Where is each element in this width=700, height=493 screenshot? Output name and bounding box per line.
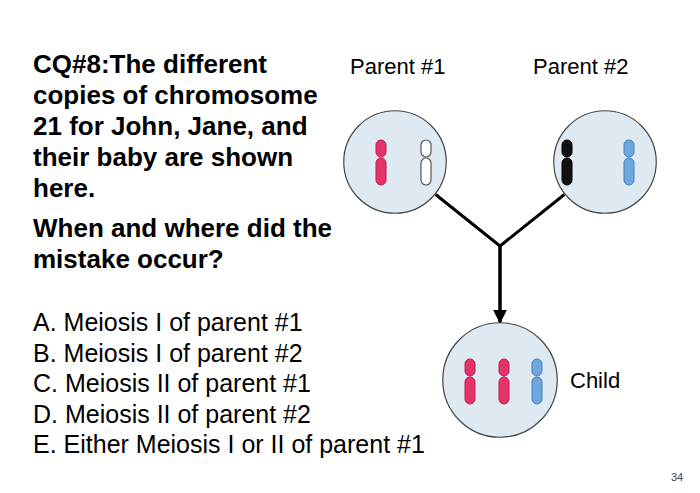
cell-circle-shape: [554, 111, 657, 214]
question-prompt: When and where did the mistake occur?: [33, 213, 343, 275]
cell-circle: Parent #1: [343, 110, 447, 214]
answer-choice: D. Meiosis II of parent #2: [33, 399, 311, 429]
cell-outline: [343, 110, 447, 214]
cell-outline: [442, 322, 558, 438]
cell-circle-shape: [443, 323, 558, 438]
merge-arrow: [500, 194, 564, 322]
cell-label: Parent #1: [350, 54, 445, 80]
cell-circle: Parent #2: [553, 110, 657, 214]
cell-label: Child: [570, 368, 620, 394]
answer-choice: B. Meiosis I of parent #2: [33, 338, 303, 368]
page-number: 34: [671, 470, 683, 484]
answer-choice: C. Meiosis II of parent #1: [33, 368, 311, 398]
answer-choice: A. Meiosis I of parent #1: [33, 307, 303, 337]
question-title: CQ#8:The different copies of chromosome …: [33, 49, 333, 204]
cell-circle-shape: [344, 111, 447, 214]
merge-arrow: [436, 194, 500, 322]
answer-choice: E. Either Meiosis I or II of parent #1: [33, 429, 425, 459]
cell-outline: [553, 110, 657, 214]
cell-circle: Child: [442, 322, 558, 438]
cell-label: Parent #2: [533, 54, 628, 80]
